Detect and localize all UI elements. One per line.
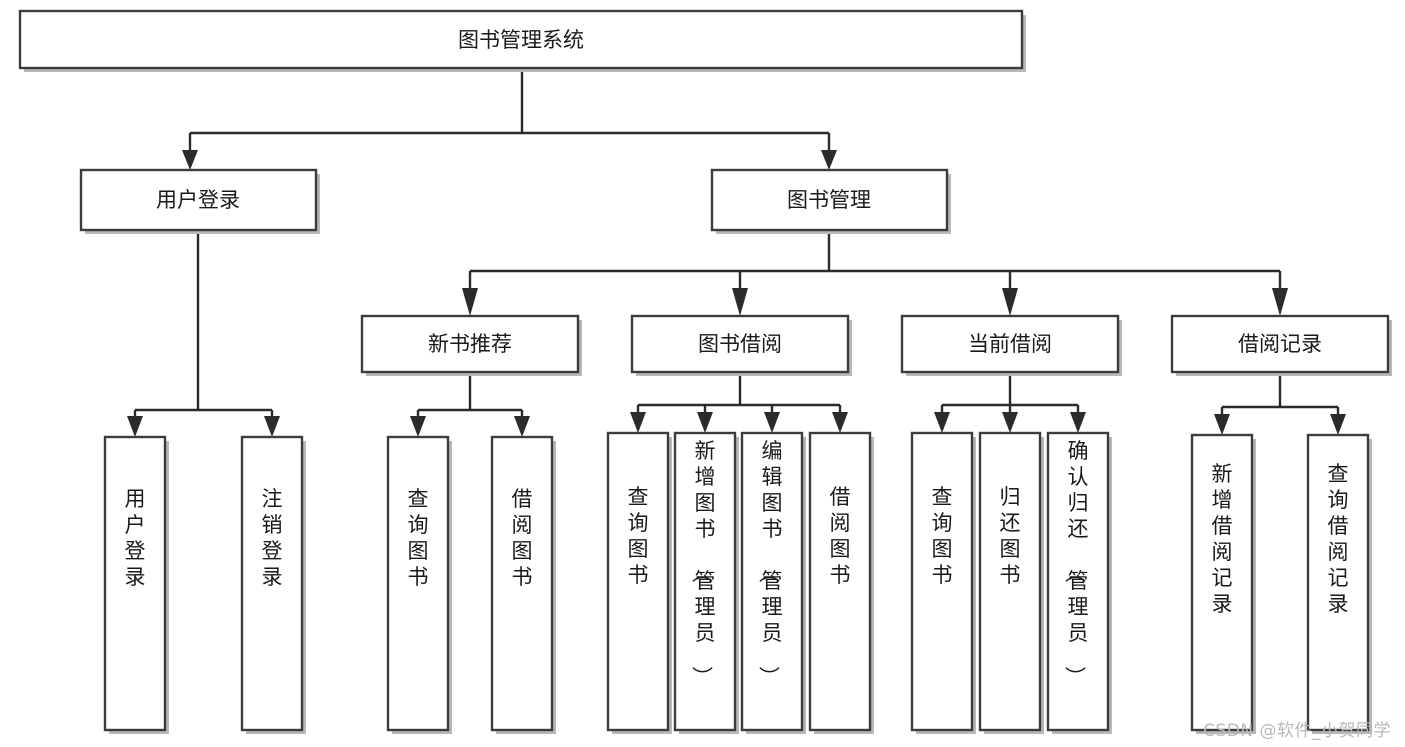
leaf-box	[490, 435, 554, 732]
user-login-label: 用户登录	[156, 188, 240, 212]
arrow-head-newbook-leaf-1	[410, 416, 426, 437]
arrow-head-borrow-leaf-1	[630, 412, 646, 433]
leaf-label: 查询图书	[932, 485, 953, 587]
leaf-label: 用户登录	[125, 487, 146, 589]
leaf-box	[606, 431, 670, 732]
leaf-node[interactable]: 查询图书	[386, 435, 452, 734]
leaf-node[interactable]: 归还图书	[978, 431, 1044, 734]
leaf-box	[673, 431, 737, 732]
node-borrow-record[interactable]: 借阅记录	[1170, 314, 1392, 376]
leaf-label: 查询图书	[628, 485, 649, 587]
current-borrow-label: 当前借阅	[968, 332, 1052, 356]
arrow-head-newbook-leaf-2	[514, 416, 530, 437]
leaf-node[interactable]: 注销登录	[240, 435, 306, 734]
book-borrow-label: 图书借阅	[698, 332, 782, 356]
arrow-head-to-current-borrow	[1002, 288, 1018, 316]
leaf-layer: 用户登录 注销登录 查询图书 借阅图书 查询图书 新增图书（管理员）	[103, 431, 1372, 734]
leaf-label: 新增借阅记录	[1212, 462, 1233, 616]
leaf-label: 注销登录	[262, 487, 283, 589]
leaf-box	[1046, 431, 1110, 732]
connector-layer	[127, 69, 1346, 437]
arrow-head-to-user-login	[182, 150, 198, 170]
book-management-box	[710, 168, 949, 232]
leaf-node[interactable]: 查询图书	[606, 431, 672, 734]
leaf-box	[1190, 433, 1254, 732]
borrow-record-box	[1170, 314, 1390, 374]
leaf-node[interactable]: 确认归还（管理员）	[1046, 431, 1112, 734]
arrow-head-borrow-leaf-2	[697, 412, 713, 433]
current-borrow-box	[900, 314, 1120, 374]
node-book-management[interactable]: 图书管理	[710, 168, 951, 234]
leaf-node[interactable]: 用户登录	[103, 435, 169, 734]
arrow-head-borrow-leaf-3	[764, 412, 780, 433]
borrow-record-label: 借阅记录	[1238, 332, 1322, 356]
leaf-node[interactable]: 新增图书（管理员）	[673, 431, 739, 734]
leaf-label: 确认归还（管理员）	[1063, 439, 1089, 687]
new-book-recommend-label: 新书推荐	[428, 332, 512, 356]
leaf-box	[910, 431, 974, 732]
leaf-label: 归还图书	[1000, 485, 1021, 587]
arrow-head-current-leaf-1	[934, 412, 950, 433]
leaf-label: 编辑图书（管理员）	[757, 439, 783, 687]
arrow-head-record-leaf-1	[1214, 414, 1230, 435]
leaf-node[interactable]: 借阅图书	[490, 435, 556, 734]
node-new-book-recommend[interactable]: 新书推荐	[360, 314, 582, 376]
csdn-watermark: CSDN @软件_小贺同学	[1203, 721, 1391, 741]
leaf-label: 查询借阅记录	[1328, 462, 1349, 616]
arrow-head-login-leaf-1	[127, 416, 143, 437]
new-book-recommend-box	[360, 314, 580, 374]
arrow-head-to-book-borrow	[732, 288, 748, 316]
leaf-node[interactable]: 编辑图书（管理员）	[740, 431, 806, 734]
leaf-box	[978, 431, 1042, 732]
leaf-label: 新增图书（管理员）	[690, 439, 716, 687]
node-book-borrow[interactable]: 图书借阅	[630, 314, 852, 376]
leaf-box	[1306, 433, 1370, 732]
arrow-head-current-leaf-2	[1002, 412, 1018, 433]
leaf-node[interactable]: 查询借阅记录	[1306, 433, 1372, 734]
book-management-label: 图书管理	[787, 188, 871, 212]
arrow-head-to-book-management	[821, 150, 837, 170]
leaf-node[interactable]: 借阅图书	[808, 431, 874, 734]
arrow-head-borrow-leaf-4	[832, 412, 848, 433]
user-login-box	[79, 168, 318, 232]
book-borrow-box	[630, 314, 850, 374]
leaf-box	[103, 435, 167, 732]
node-current-borrow[interactable]: 当前借阅	[900, 314, 1122, 376]
arrow-head-to-new-book	[462, 288, 478, 316]
arrow-head-record-leaf-2	[1330, 414, 1346, 435]
leaf-node[interactable]: 查询图书	[910, 431, 976, 734]
root-box	[18, 9, 1024, 70]
leaf-box	[386, 435, 450, 732]
node-user-login[interactable]: 用户登录	[79, 168, 320, 234]
leaf-label: 借阅图书	[830, 485, 851, 587]
leaf-label: 查询图书	[408, 487, 429, 589]
leaf-node[interactable]: 新增借阅记录	[1190, 433, 1256, 734]
arrow-head-to-borrow-record	[1272, 288, 1288, 316]
root-label: 图书管理系统	[458, 28, 584, 52]
arrow-head-current-leaf-3	[1070, 412, 1086, 433]
leaf-box	[808, 431, 872, 732]
leaf-box	[740, 431, 804, 732]
leaf-label: 借阅图书	[512, 487, 533, 589]
leaf-box	[240, 435, 304, 732]
arrow-head-login-leaf-2	[264, 416, 280, 437]
node-root-system[interactable]: 图书管理系统	[18, 9, 1026, 72]
